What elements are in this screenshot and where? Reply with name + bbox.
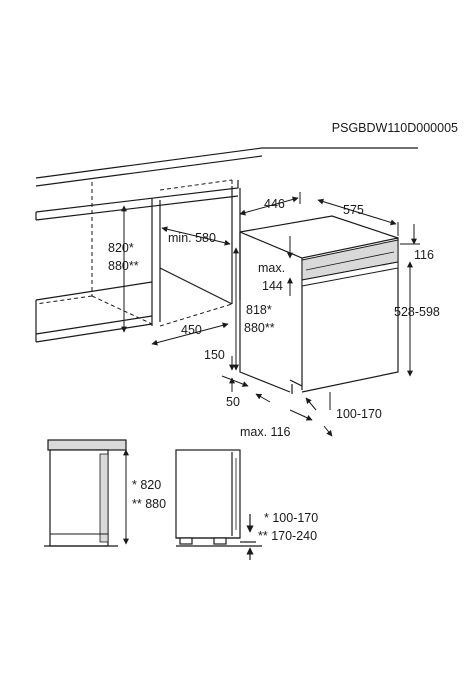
label-144: 144 (262, 279, 283, 293)
label-100-170: 100-170 (336, 407, 382, 421)
label-820: 820* (108, 241, 134, 255)
label-s820: * 820 (132, 478, 161, 492)
label-880: 880** (108, 259, 139, 273)
label-880-b: 880** (244, 321, 275, 335)
label-max-116: max. 116 (240, 425, 291, 439)
label-818: 818* (246, 303, 272, 317)
niche-dashed (35, 179, 233, 327)
label-150: 150 (204, 348, 225, 362)
label-max: max. (258, 261, 285, 275)
label-450: 450 (181, 323, 202, 337)
side-view-integrated (44, 439, 129, 547)
label-528-598: 528-598 (394, 305, 440, 319)
label-s100: * 100-170 (264, 511, 318, 525)
label-446: 446 (264, 197, 285, 211)
worktop (35, 147, 418, 343)
label-min-580: min. 580 (168, 231, 216, 245)
drawing-code: PSGBDW110D000005 (332, 121, 458, 135)
label-s880: ** 880 (132, 497, 166, 511)
label-116: 116 (414, 248, 434, 262)
label-575: 575 (343, 203, 364, 217)
side-view-appliance (175, 449, 262, 560)
label-s170: ** 170-240 (258, 529, 317, 543)
top-labels: 446 575 820* 880** min. 580 max. 144 116… (108, 197, 440, 439)
dimension-lines (121, 192, 420, 437)
label-50: 50 (226, 395, 240, 409)
control-panel (301, 239, 399, 287)
